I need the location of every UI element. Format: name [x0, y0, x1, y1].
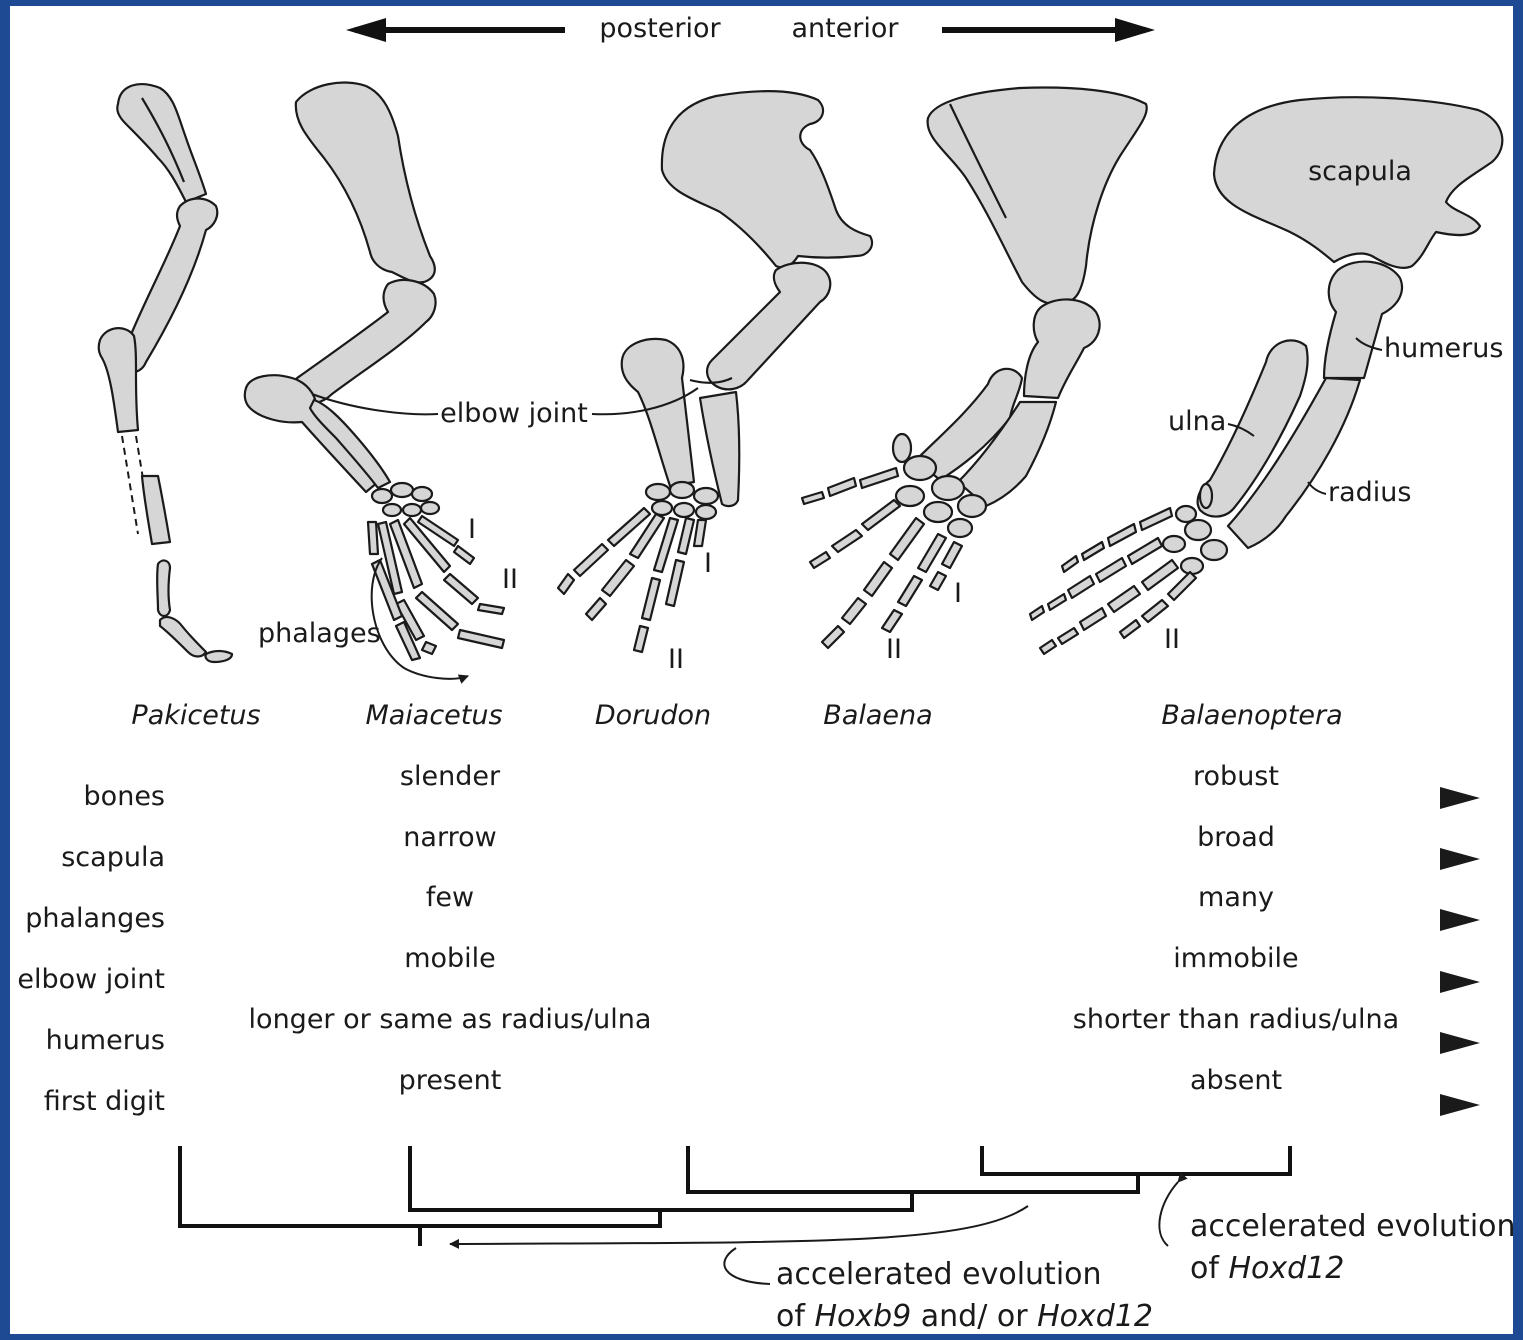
radius-label: radius [1328, 477, 1411, 508]
maiacetus-humerus [292, 280, 435, 403]
trait-arrow-head [1440, 909, 1480, 931]
trait-to: robust [1193, 761, 1279, 792]
maiacetus-digits [368, 516, 504, 660]
trait-from: narrow [403, 822, 496, 853]
taxon-balaenoptera: Balaenoptera [1161, 700, 1342, 731]
tree-clade-mysticetes [982, 1146, 1290, 1174]
balaenoptera-digit-II: II [1164, 624, 1180, 655]
trait-row: scapula narrow broad [61, 822, 1480, 873]
trait-from: mobile [404, 943, 496, 974]
maiacetus-scapula [296, 83, 435, 283]
dorudon-humerus [707, 263, 830, 390]
hoxd12-line2: of Hoxd12 [1190, 1251, 1344, 1286]
dorudon-digit-II: II [668, 644, 684, 675]
taxon-maiacetus: Maiacetus [365, 700, 502, 731]
dorudon-limb [558, 91, 872, 652]
pakicetus-phalanx-3 [205, 651, 232, 662]
dorudon-digit-I: I [704, 548, 712, 579]
hoxb9-leader [724, 1248, 770, 1284]
posterior-label: posterior [599, 13, 721, 44]
maiacetus-carpals [372, 483, 439, 516]
trait-name: scapula [61, 842, 165, 873]
scapula-label: scapula [1308, 156, 1412, 187]
maiacetus-limb [245, 83, 504, 679]
trait-name: phalanges [25, 903, 165, 934]
balaena-digit-II: II [886, 634, 902, 665]
phylogeny-tree [180, 1146, 1290, 1246]
taxa-row: Pakicetus Maiacetus Dorudon Balaena Bala… [131, 700, 1342, 731]
tree-clade-2 [410, 1146, 912, 1210]
trait-arrow-head [1440, 787, 1480, 809]
trait-row: bones slender robust [84, 761, 1480, 812]
trait-row: phalanges few many [25, 882, 1480, 934]
pakicetus-phalanx-1 [157, 561, 170, 616]
taxon-balaena: Balaena [823, 700, 932, 731]
humerus-label: humerus [1384, 333, 1503, 364]
trait-arrow-head [1440, 1032, 1480, 1054]
trait-name: elbow joint [17, 964, 165, 995]
trait-from: slender [400, 761, 501, 792]
dorudon-digits [558, 508, 706, 652]
trait-to: broad [1197, 822, 1275, 853]
trait-row: first digit present absent [44, 1065, 1480, 1117]
trait-rows: bones slender robust scapula narrow broa… [17, 761, 1480, 1117]
trait-to: immobile [1173, 943, 1298, 974]
hoxb9-line2: of Hoxb9 and/ or Hoxd12 [776, 1299, 1153, 1334]
dorudon-scapula [662, 91, 872, 267]
elbow-joint-label: elbow joint [440, 398, 588, 429]
trait-to: absent [1190, 1065, 1282, 1096]
hoxd12-line1: accelerated evolution [1190, 1209, 1513, 1244]
anterior-arrow-head [1115, 18, 1155, 42]
direction-header: posterior anterior [346, 13, 1155, 44]
trait-from: few [426, 882, 474, 913]
maiacetus-ulna [245, 375, 378, 492]
tree-clade-3 [688, 1146, 1138, 1192]
gene-hoxd12: Hoxd12 [1228, 1251, 1344, 1286]
trait-arrow-head [1440, 848, 1480, 870]
posterior-arrow-head [346, 18, 386, 42]
whale-forelimb-figure: posterior anterior [10, 6, 1513, 1334]
hoxd12-leader [1159, 1182, 1178, 1246]
trait-from: longer or same as radius/ulna [249, 1004, 652, 1035]
balaena-humerus [1024, 299, 1100, 398]
trait-row: humerus longer or same as radius/ulna sh… [46, 1004, 1480, 1056]
maiacetus-digit-I: I [468, 514, 476, 545]
hoxb9-line1: accelerated evolution [776, 1257, 1102, 1292]
hoxd12-annotation: accelerated evolution of Hoxd12 [1159, 1182, 1513, 1286]
taxon-dorudon: Dorudon [595, 700, 711, 731]
pakicetus-limb [99, 84, 232, 662]
gene-hoxb9: Hoxb9 [814, 1299, 911, 1334]
trait-name: bones [84, 781, 165, 812]
trait-row: elbow joint mobile immobile [17, 943, 1480, 995]
maiacetus-digit-II: II [502, 564, 518, 595]
balaena-limb [802, 88, 1147, 648]
trait-to: many [1198, 882, 1274, 913]
trait-name: first digit [44, 1086, 165, 1117]
pakicetus-phalanx-2 [160, 617, 206, 656]
taxon-pakicetus: Pakicetus [131, 700, 260, 731]
trait-to: shorter than radius/ulna [1073, 1004, 1399, 1035]
anterior-label: anterior [791, 13, 899, 44]
trait-from: present [399, 1065, 502, 1096]
gene-hoxd12: Hoxd12 [1037, 1299, 1153, 1334]
trait-arrow-head [1440, 971, 1480, 993]
tree-clade-root [180, 1146, 660, 1226]
balaena-digit-I: I [954, 578, 962, 609]
figure-canvas: posterior anterior [10, 6, 1513, 1334]
trait-arrow-head [1440, 1094, 1480, 1116]
ulna-label: ulna [1168, 406, 1226, 437]
pakicetus-ulna-proximal [99, 328, 138, 432]
trait-name: humerus [46, 1025, 165, 1056]
pakicetus-radius-distal [142, 476, 170, 544]
balaena-scapula [928, 88, 1147, 305]
pakicetus-scapula [117, 84, 206, 202]
phalages-label: phalages [258, 618, 381, 649]
